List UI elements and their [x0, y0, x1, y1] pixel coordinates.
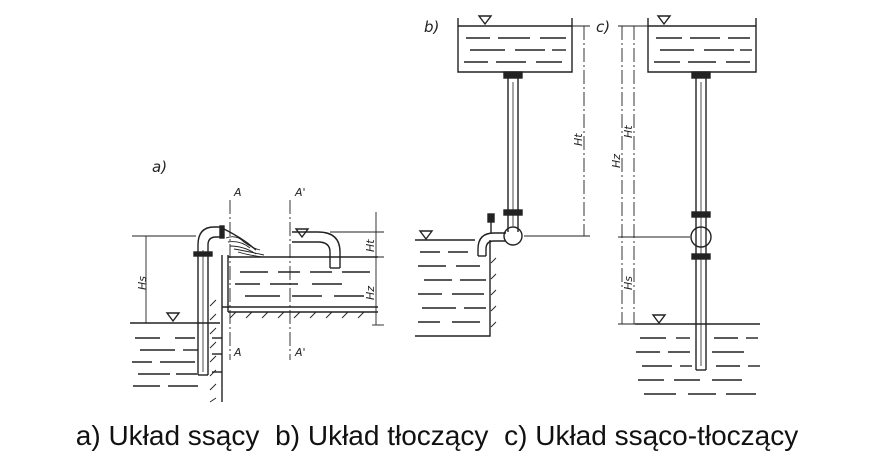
- panel-a-suction-system: a): [130, 158, 384, 403]
- panel-b-delivery-system: b): [415, 15, 590, 337]
- panel-a-label-ht: Ht: [364, 239, 377, 252]
- panel-b-lower-reservoir: [415, 230, 497, 337]
- panel-b-delivery-pipe: [477, 71, 523, 257]
- panel-c-dimensions: [618, 25, 690, 325]
- panel-c-upper-tank: [647, 15, 757, 73]
- caption-a: a) Układ ssący: [75, 420, 260, 451]
- panel-b-upper-tank: [457, 15, 573, 73]
- panel-a-section-lines: [229, 200, 291, 360]
- panel-c-lower-reservoir: [635, 314, 760, 395]
- panel-c-label-hz: Hz: [610, 154, 623, 168]
- panel-b-dimension-ht: [524, 25, 590, 237]
- panel-a-section-a2-bottom: A': [294, 346, 306, 359]
- panel-a-label-hz: Hz: [364, 286, 377, 300]
- caption-b: b) Układ tłoczący: [275, 420, 489, 451]
- panel-a-lower-water: [130, 322, 222, 387]
- panel-a-tag: a): [152, 158, 167, 176]
- panel-a-outlet-pipe: [292, 231, 341, 269]
- panel-a-dimension-hs: [132, 235, 196, 324]
- panel-a-upper-water: [228, 256, 378, 297]
- panel-b-tag: b): [424, 18, 439, 36]
- panel-a-separating-wall: [209, 255, 378, 403]
- panel-c-label-ht: Ht: [622, 125, 635, 138]
- panel-a-upper-level-marker: [294, 228, 310, 239]
- panel-a-suction-pipe: [193, 225, 257, 376]
- panel-a-section-a-top: A: [233, 186, 242, 199]
- panel-c-label-hs: Hs: [622, 276, 635, 290]
- caption-c: c) Układ ssąco-tłoczący: [504, 420, 799, 451]
- panel-a-water-level-marker: [165, 312, 181, 323]
- panel-a-label-hs: Hs: [136, 276, 149, 290]
- panel-a-section-a2-top: A': [294, 186, 306, 199]
- panel-c-pipe-and-pump: [690, 71, 712, 371]
- panel-c-suction-delivery-system: c): [596, 15, 760, 395]
- panel-a-discharge-spray: [225, 236, 265, 258]
- panel-c-tag: c): [596, 18, 610, 36]
- panel-b-label-ht: Ht: [572, 133, 585, 146]
- panel-a-section-a-bottom: A: [233, 346, 242, 359]
- panel-a-dimension-ht-hz: [330, 212, 384, 326]
- figure-caption: a) Układ ssący b) Układ tłoczący c) Ukła…: [0, 420, 874, 452]
